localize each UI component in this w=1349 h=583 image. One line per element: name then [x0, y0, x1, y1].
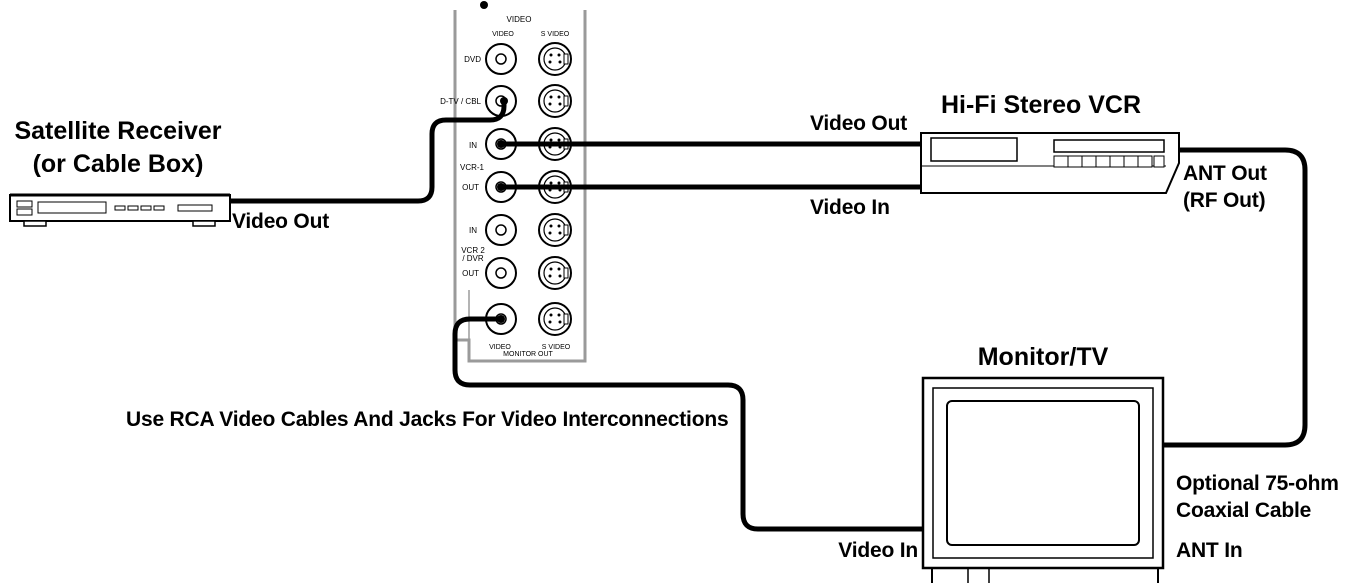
svideo-jack-dtv-icon — [538, 84, 572, 118]
monitor-title: Monitor/TV — [978, 343, 1109, 371]
panel-row-in2: IN — [469, 226, 477, 235]
svideo-jacks — [538, 42, 572, 336]
panel-title: VIDEO — [507, 15, 532, 24]
vcr-title: Hi-Fi Stereo VCR — [941, 91, 1141, 119]
cable-monitor-out-to-tv — [452, 316, 931, 532]
panel-row-dtv: D-TV / CBL — [440, 97, 481, 106]
satellite-video-out-label: Video Out — [232, 210, 329, 233]
rca-note: Use RCA Video Cables And Jacks For Video… — [126, 408, 728, 431]
rf-out-label: (RF Out) — [1183, 189, 1265, 212]
satellite-title-line1: Satellite Receiver — [14, 117, 221, 145]
panel-row-vcr2-b: / DVR — [462, 254, 484, 263]
svideo-jack-dvd-icon — [538, 42, 572, 76]
tv-video-in-label: Video In — [838, 539, 918, 562]
cables — [212, 97, 1308, 532]
rca-jack-vcr2-in-icon — [485, 214, 517, 246]
cable-satellite-to-dtv — [212, 98, 507, 204]
panel-bottom-video: VIDEO — [489, 344, 511, 351]
svideo-jack-monitor-out-icon — [538, 302, 572, 336]
panel-monitor-out: MONITOR OUT — [503, 351, 553, 358]
svideo-jack-vcr2-in-icon — [538, 213, 572, 247]
panel-row-vcr1: VCR-1 — [460, 163, 485, 172]
receiver-rear-panel: VIDEO VIDEO S VIDEO DVD D-TV / CBL IN VC… — [440, 1, 587, 363]
svideo-jack-vcr2-out-icon — [538, 256, 572, 290]
panel-col-video: VIDEO — [492, 31, 514, 38]
tv-ant-in-label: ANT In — [1176, 539, 1242, 562]
rca-jack-dvd-icon — [485, 43, 517, 75]
vcr-video-out-label: Video Out — [810, 112, 907, 135]
panel-bottom-svideo: S VIDEO — [542, 344, 571, 351]
cable-coax-ant — [1159, 147, 1308, 448]
satellite-title-line2: (or Cable Box) — [33, 150, 204, 178]
coax-label-line2: Coaxial Cable — [1176, 499, 1311, 522]
panel-row-out1: OUT — [462, 183, 479, 192]
panel-row-in1: IN — [469, 141, 477, 150]
panel-row-vcr2-a: VCR 2 — [461, 246, 485, 255]
ant-out-label: ANT Out — [1183, 162, 1267, 185]
rca-jack-vcr2-out-icon — [485, 257, 517, 289]
tv-monitor-icon — [921, 376, 1165, 583]
vcr-video-in-label: Video In — [810, 196, 890, 219]
panel-row-dvd: DVD — [464, 55, 481, 64]
satellite-receiver-icon — [9, 193, 231, 227]
coax-label-line1: Optional 75-ohm — [1176, 472, 1339, 495]
panel-col-svideo: S VIDEO — [541, 31, 570, 38]
vcr-icon — [920, 132, 1180, 194]
panel-row-out2: OUT — [462, 269, 479, 278]
